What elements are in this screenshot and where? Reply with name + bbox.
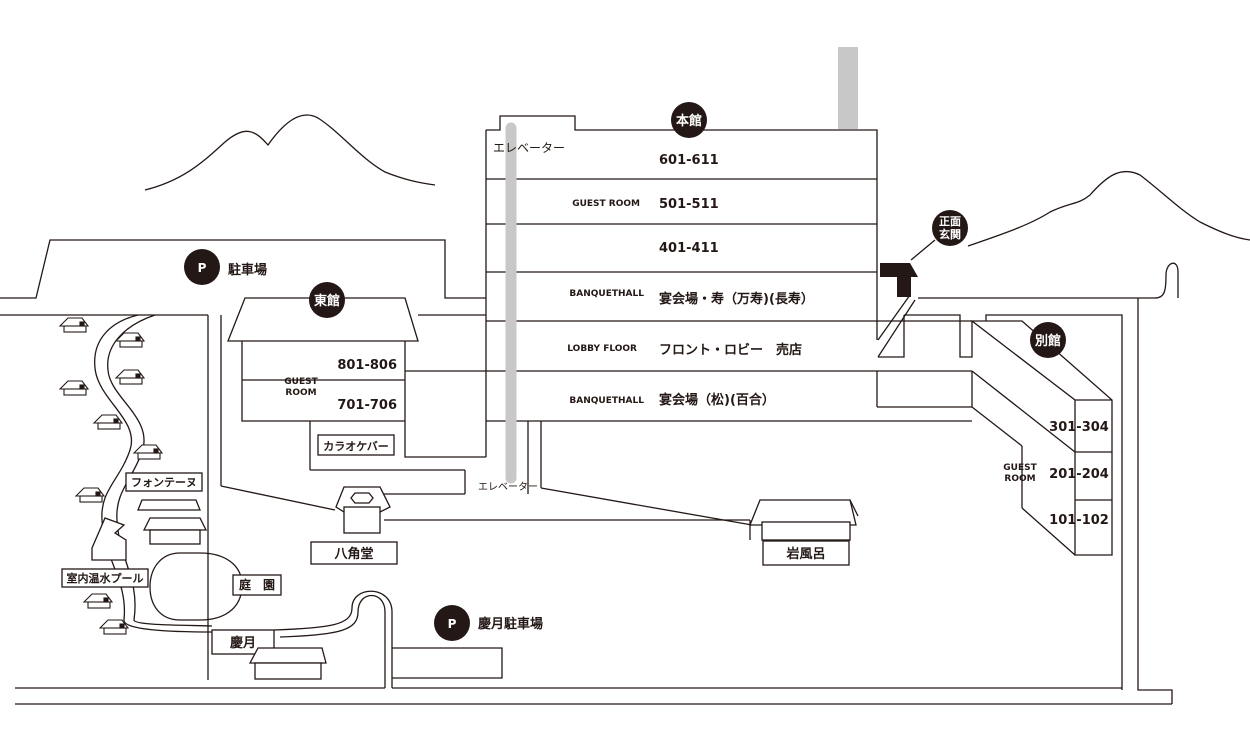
fontaine-label: フォンテーヌ bbox=[131, 476, 197, 489]
parking-icon bbox=[184, 249, 220, 285]
bekkan-guest-2: ROOM bbox=[1004, 474, 1035, 484]
floor-3-type: BANQUETHALL bbox=[569, 289, 644, 299]
higashikan-title: 東館 bbox=[314, 293, 340, 309]
elevator-label-bottom: エレベーター bbox=[478, 481, 538, 493]
floor-1-type: BANQUETHALL bbox=[569, 396, 644, 406]
parking-icon-text: P bbox=[198, 261, 207, 275]
mountain-right bbox=[967, 170, 1250, 247]
hakkakudo-label: 八角堂 bbox=[333, 546, 373, 562]
entrance-roof bbox=[880, 263, 918, 277]
hakkakudo-label-box bbox=[310, 541, 398, 565]
floor-4-rooms: 401-411 bbox=[659, 241, 719, 256]
keigetsu-building bbox=[248, 647, 327, 664]
floor-5-rooms: 501-511 bbox=[659, 197, 719, 212]
iwaburo-label: 岩風呂 bbox=[785, 546, 825, 562]
winding-road bbox=[94, 314, 213, 633]
bekkan-rooms-3: 301-304 bbox=[1049, 420, 1109, 435]
elevator-label-top: エレベーター bbox=[493, 141, 565, 155]
indoor-pool bbox=[91, 517, 127, 561]
mountain-left bbox=[144, 114, 436, 191]
bekkan-rooms-1: 101-102 bbox=[1049, 513, 1109, 528]
bekkan-rooms-2: 201-204 bbox=[1049, 467, 1109, 482]
keigetsu-label: 慶月 bbox=[230, 635, 256, 651]
main-building bbox=[486, 115, 878, 340]
iwaburo-label-box bbox=[762, 540, 850, 566]
garden bbox=[149, 552, 243, 621]
cottage-icons bbox=[58, 317, 164, 635]
bekkan-guest-1: GUEST bbox=[1003, 463, 1037, 473]
bekkan-badge bbox=[1030, 322, 1066, 358]
honkan-badge bbox=[671, 102, 707, 138]
garden-label-box bbox=[232, 574, 282, 596]
parking-area bbox=[0, 239, 486, 299]
karaoke-box bbox=[317, 434, 395, 456]
parking2-label: 慶月駐車場 bbox=[478, 616, 543, 632]
entrance-badge bbox=[932, 210, 968, 246]
pool-label-box bbox=[61, 568, 149, 588]
entrance-label-2: 玄関 bbox=[939, 227, 961, 241]
parking-label: 駐車場 bbox=[228, 262, 267, 278]
floor-3-rooms: 宴会場・寿（万寿)(長寿） bbox=[659, 291, 814, 307]
floor-2-type: LOBBY FLOOR bbox=[567, 344, 637, 354]
east-guest-1: GUEST bbox=[284, 377, 318, 387]
floor-6-rooms: 601-611 bbox=[659, 153, 719, 168]
honkan-title: 本館 bbox=[676, 113, 702, 129]
parking2-icon-text: P bbox=[448, 617, 457, 631]
floor-5-type: GUEST ROOM bbox=[572, 199, 640, 209]
pool-label: 室内温水プール bbox=[67, 571, 144, 585]
entrance-label-1: 正面 bbox=[939, 215, 961, 228]
east-rooms-lower: 701-706 bbox=[337, 398, 397, 413]
fontaine-label-box bbox=[125, 472, 203, 492]
keigetsu-parking bbox=[391, 647, 503, 679]
parking2-icon bbox=[434, 605, 470, 641]
karaoke-label: カラオケバー bbox=[323, 440, 389, 453]
garden-label: 庭 園 bbox=[239, 577, 275, 592]
floor-2-rooms: フロント・ロビー 売店 bbox=[659, 342, 802, 358]
east-rooms-upper: 801-806 bbox=[337, 358, 397, 373]
east-wing-roof bbox=[227, 297, 419, 342]
east-wing bbox=[241, 314, 486, 458]
chimney bbox=[838, 47, 858, 129]
east-guest-2: ROOM bbox=[285, 388, 316, 398]
higashikan-badge bbox=[309, 282, 345, 318]
bekkan-title: 別館 bbox=[1034, 333, 1061, 349]
iwaburo-building bbox=[749, 499, 857, 526]
floor-1-rooms: 宴会場（松)(百合） bbox=[659, 392, 775, 408]
